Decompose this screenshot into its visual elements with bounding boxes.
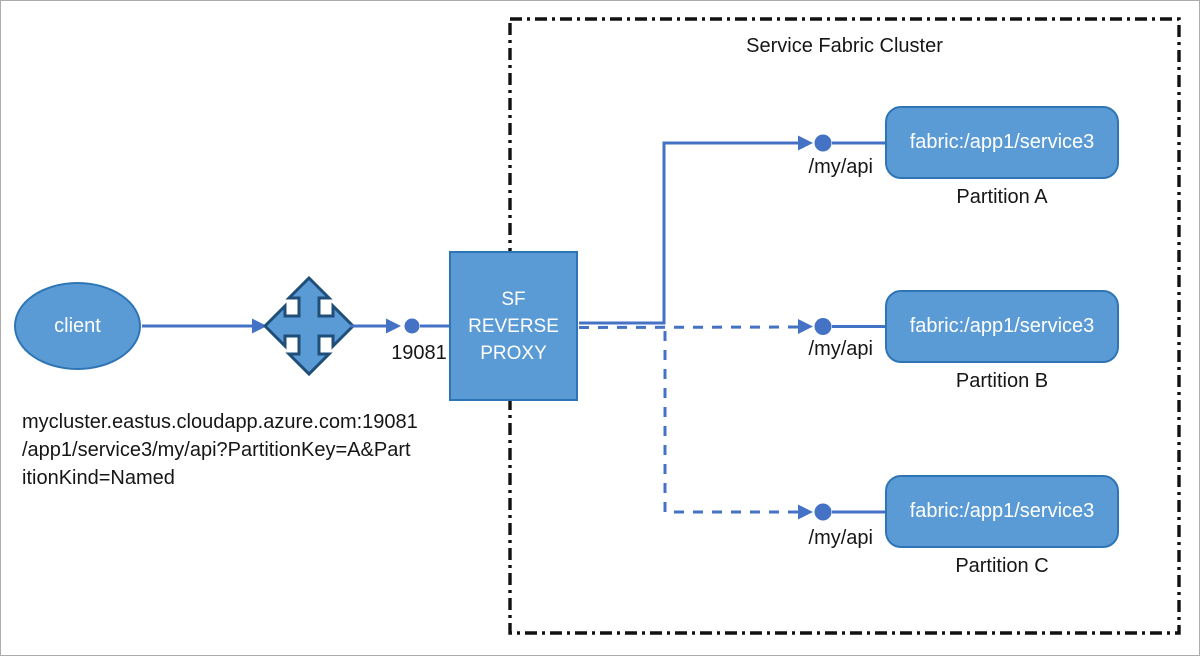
- request-url-line: itionKind=Named: [22, 467, 175, 489]
- partition-a-endpoint-dot-icon: [814, 134, 832, 152]
- api-path-label-c: /my/api: [808, 527, 873, 549]
- partition-c-label: Partition C: [955, 555, 1049, 577]
- request-url-line: mycluster.eastus.cloudapp.azure.com:1908…: [22, 411, 418, 433]
- partition-b-arrowhead-icon: [798, 319, 813, 334]
- proxy-label-line: PROXY: [480, 342, 547, 364]
- partition-c-endpoint-dot-icon: [814, 503, 832, 521]
- load-balancer-move-arrow-icon: [262, 275, 356, 377]
- port-label: 19081: [391, 342, 447, 364]
- api-path-label-b: /my/api: [808, 338, 873, 360]
- service-node-partition-b: fabric:/app1/service3: [885, 290, 1119, 363]
- api-path-label-a: /my/api: [808, 156, 873, 178]
- partition-b-endpoint-dot-icon: [814, 318, 832, 335]
- service-name-label: fabric:/app1/service3: [909, 131, 1095, 153]
- reverse-proxy-node: SF REVERSE PROXY: [449, 251, 578, 401]
- service-name-label: fabric:/app1/service3: [909, 500, 1095, 522]
- request-url-line: /app1/service3/my/api?PartitionKey=A&Par…: [22, 439, 411, 461]
- proxy-to-partition-b-dashed-line: [578, 325, 799, 329]
- partition-a-arrowhead-icon: [798, 135, 813, 151]
- client-label: client: [54, 314, 101, 337]
- lb-to-proxy-arrowhead-icon: [386, 318, 401, 334]
- client-node: client: [14, 282, 141, 370]
- proxy-label-line: REVERSE: [468, 315, 559, 337]
- client-to-lb-arrowhead-icon: [252, 318, 267, 334]
- proxy-to-partition-a-line: [579, 141, 798, 325]
- service-node-partition-c: fabric:/app1/service3: [885, 475, 1119, 548]
- partition-c-arrowhead-icon: [798, 504, 813, 520]
- request-url-text: mycluster.eastus.cloudapp.azure.com:1908…: [22, 408, 467, 492]
- service-node-partition-a: fabric:/app1/service3: [885, 106, 1119, 179]
- port-endpoint-dot-icon: [404, 318, 420, 334]
- cluster-title: Service Fabric Cluster: [746, 35, 943, 57]
- proxy-to-partition-c-dashed-line: [663, 331, 798, 514]
- partition-a-label: Partition A: [956, 186, 1048, 208]
- partition-b-label: Partition B: [955, 370, 1049, 392]
- proxy-label-line: SF: [501, 288, 526, 310]
- service-name-label: fabric:/app1/service3: [909, 315, 1095, 337]
